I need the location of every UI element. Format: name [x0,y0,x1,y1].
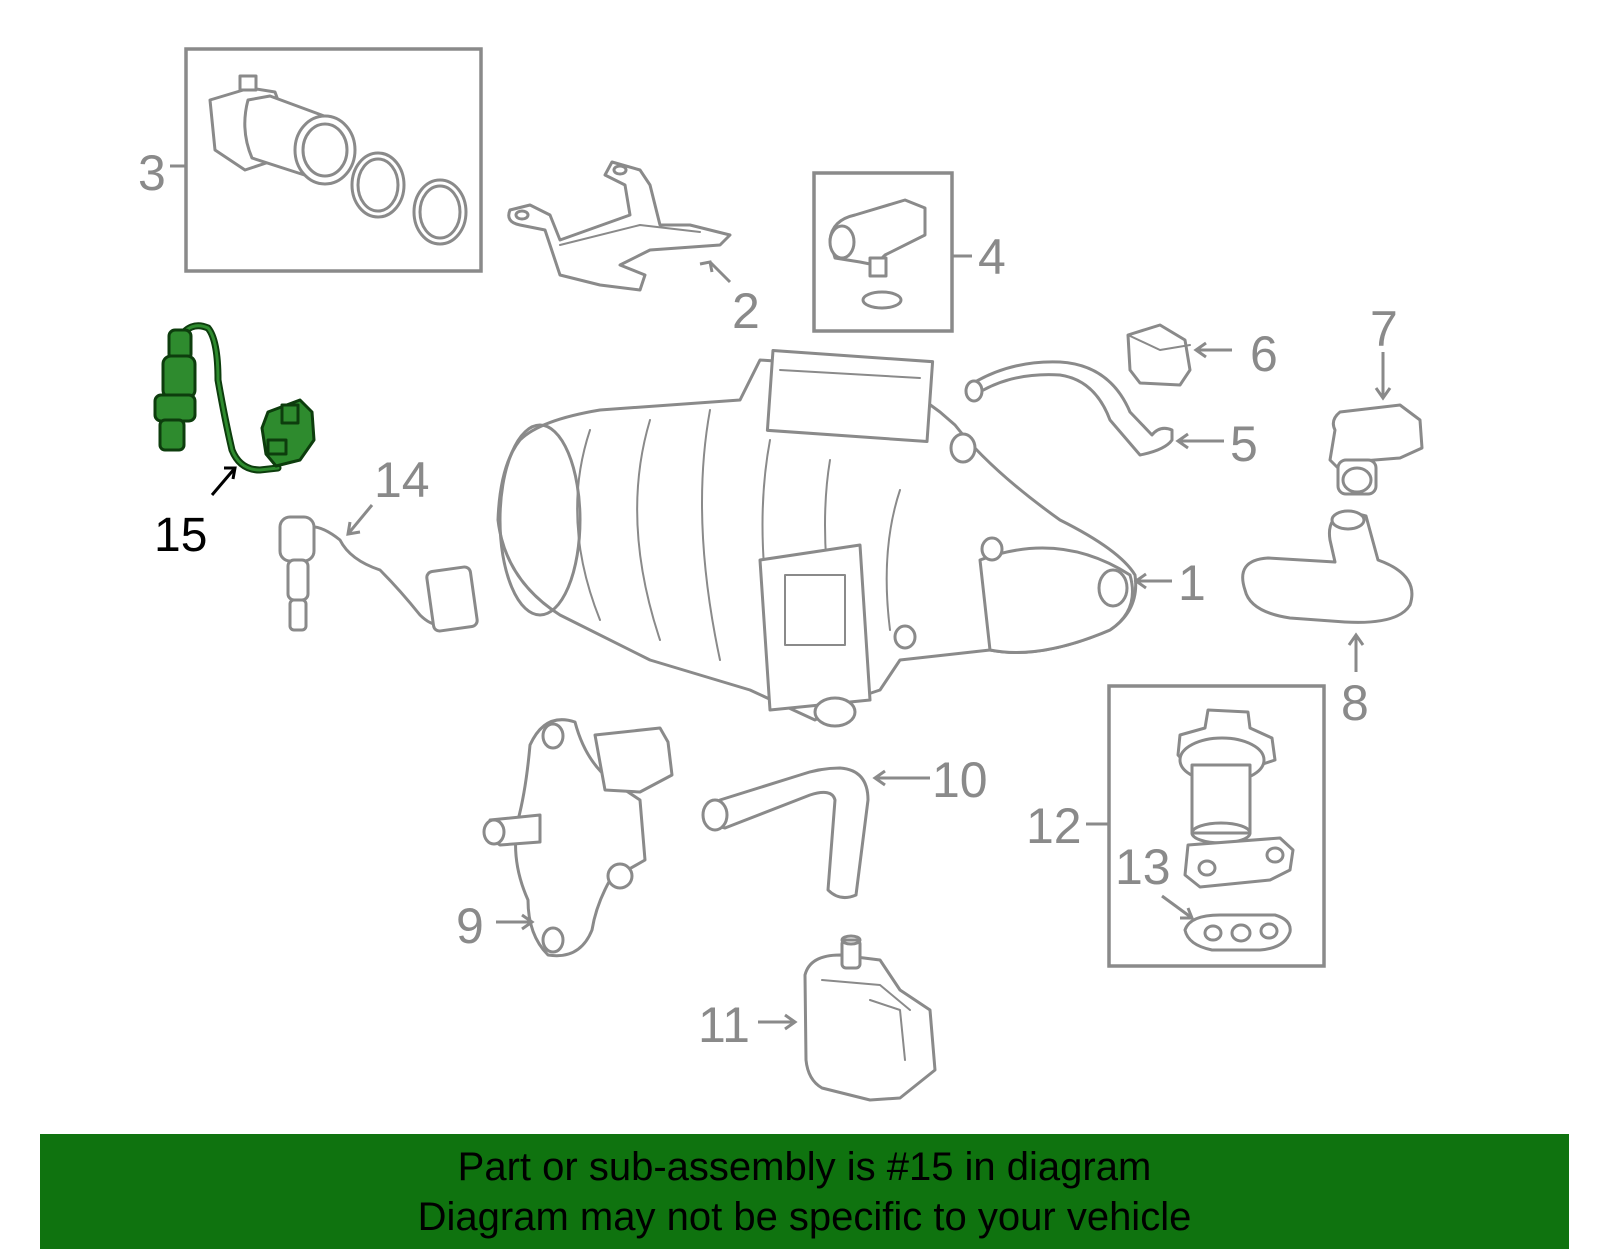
part-4-assembly[interactable]: 4 [812,171,1006,333]
callout-14: 14 [374,452,430,508]
part-9-valve[interactable]: 9 [456,718,674,958]
part-2-bracket[interactable]: 2 [507,160,760,339]
info-banner: Part or sub-assembly is #15 in diagram D… [40,1134,1569,1249]
part-11-filter[interactable]: 11 [698,934,937,1102]
callout-12: 12 [1026,798,1082,854]
callout-9: 9 [456,898,484,954]
callout-5: 5 [1230,416,1258,472]
part-12-box [1107,684,1326,968]
part-13-gasket[interactable]: 13 [1115,839,1292,952]
banner-line-2: Diagram may not be specific to your vehi… [417,1195,1192,1239]
banner-line-1: Part or sub-assembly is #15 in diagram [457,1145,1152,1189]
part-3-assembly[interactable]: 3 [138,47,483,273]
callout-4: 4 [978,229,1006,285]
callout-1: 1 [1178,555,1206,611]
callout-13: 13 [1115,839,1171,895]
part-1-canister[interactable]: 1 [496,349,1206,728]
part-12-assembly[interactable]: 12 [1026,684,1326,968]
part-15-oxygen-sensor[interactable]: 15 [153,322,316,562]
callout-2: 2 [732,283,760,339]
part-8-hose[interactable]: 8 [1241,509,1414,731]
callout-3: 3 [138,145,166,201]
callout-8: 8 [1341,675,1369,731]
part-3-box [184,47,483,273]
callout-15: 15 [154,509,207,562]
callout-6: 6 [1250,326,1278,382]
part-14-sensor[interactable]: 14 [278,452,479,633]
part-4-box [812,171,954,333]
callout-7: 7 [1370,301,1398,357]
callout-10: 10 [932,752,988,808]
callout-11: 11 [698,997,750,1053]
part-6-sensor[interactable]: 6 [1126,323,1278,387]
part-5-hose[interactable]: 5 [964,360,1258,472]
part-10-hose[interactable]: 10 [701,752,988,900]
part-7-sensor[interactable]: 7 [1328,301,1424,496]
